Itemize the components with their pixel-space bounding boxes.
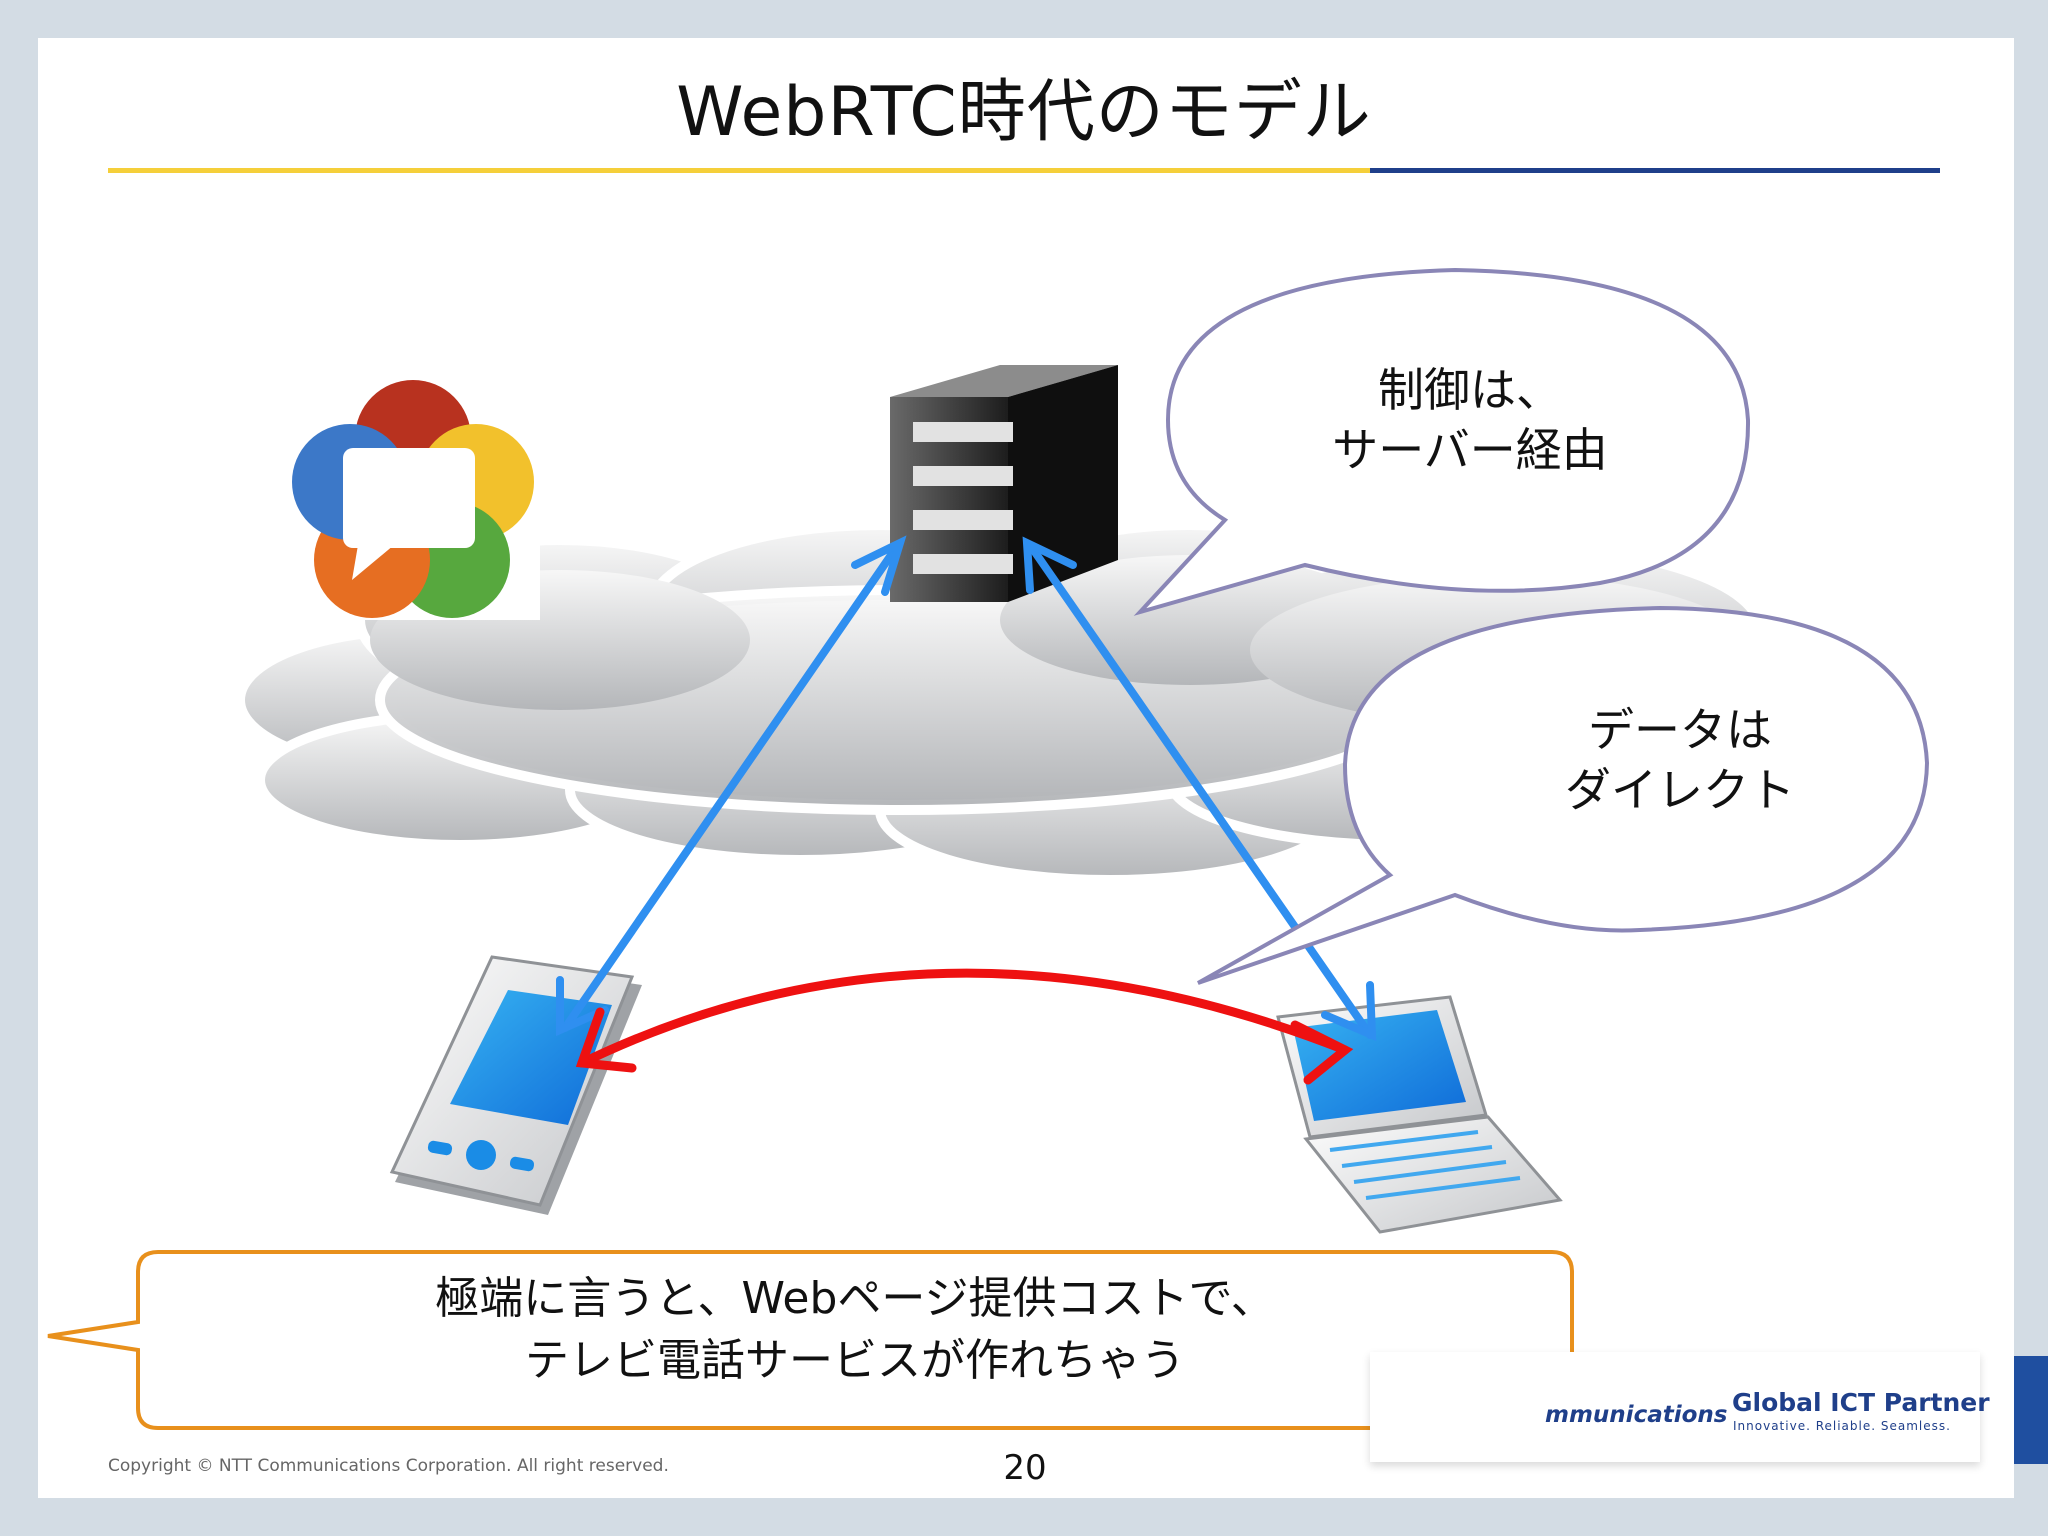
callout-text: 極端に言うと、Webページ提供コストで、 テレビ電話サービスが作れちゃう <box>145 1268 1565 1392</box>
data-bubble-line2: ダイレクト <box>1565 763 1795 817</box>
control-bubble-text: 制御は、 サーバー経由 <box>1260 360 1680 480</box>
footer-partner-slogan: Global ICT Partner <box>1732 1388 1990 1417</box>
server-icon <box>890 365 1118 602</box>
control-bubble-line2: サーバー経由 <box>1332 423 1608 477</box>
title-underline <box>108 168 1940 173</box>
control-arrow-phone-server <box>556 535 907 1037</box>
control-bubble-line1: 制御は、 <box>1378 363 1562 417</box>
callout-line2: テレビ電話サービスが作れちゃう <box>525 1335 1185 1386</box>
smartphone-icon <box>389 955 642 1215</box>
footer-company-name: mmunications <box>1545 1402 1728 1428</box>
copyright-notice: Copyright © NTT Communications Corporati… <box>108 1456 669 1476</box>
control-arrow-server-laptop <box>1022 536 1377 1042</box>
control-speech-bubble <box>1133 267 1751 616</box>
footer-tagline: Innovative. Reliable. Seamless. <box>1733 1419 1951 1433</box>
webrtc-logo-icon <box>280 370 540 620</box>
footer-logo-area <box>1370 1352 1980 1462</box>
laptop-icon <box>1276 995 1563 1234</box>
data-speech-bubble <box>1197 605 1930 985</box>
summary-callout <box>47 1250 1574 1430</box>
data-arrow-phone-laptop <box>575 968 1354 1085</box>
data-bubble-text: データは ダイレクト <box>1470 700 1890 820</box>
callout-line1: 極端に言うと、Webページ提供コストで、 <box>435 1273 1275 1324</box>
page-number: 20 <box>1003 1448 1047 1488</box>
slide-title: WebRTC時代のモデル <box>676 73 1372 152</box>
data-bubble-line1: データは <box>1588 703 1772 757</box>
footer-blue-bar <box>2014 1356 2048 1464</box>
